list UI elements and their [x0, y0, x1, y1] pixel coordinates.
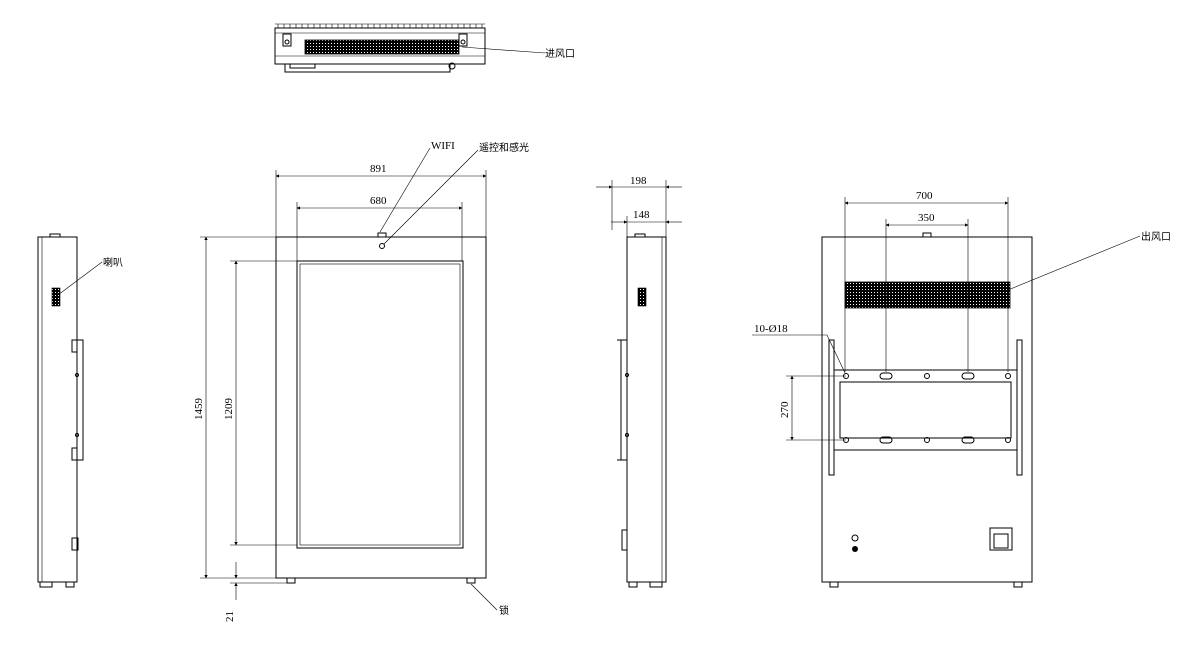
- air-outlet-label: 出风口: [1141, 230, 1171, 243]
- dim-depth-body: 148: [633, 209, 650, 221]
- holes-label: 10-Ø18: [754, 323, 788, 335]
- speaker-grille-right: [637, 287, 647, 307]
- top-vent-teeth: [275, 23, 485, 28]
- right-side-view: 198 148: [596, 175, 682, 588]
- front-view: 891 680 1459 1209 21 WIFI 遥控和感光 锁: [193, 140, 529, 622]
- air-inlet-label: 进风口: [545, 48, 575, 60]
- air-inlet-vent: [304, 39, 460, 55]
- dim-screen-height: 1209: [223, 398, 235, 421]
- lock-label: 锁: [499, 604, 509, 617]
- back-view: 700 350 270 10-Ø18 出风口: [752, 190, 1171, 588]
- dim-overall-width: 891: [370, 163, 387, 175]
- dim-vesa-outer: 700: [916, 190, 933, 202]
- dim-screen-width: 680: [370, 195, 387, 207]
- dim-foot-height: 21: [224, 611, 236, 622]
- left-side-view: 喇叭: [37, 233, 123, 588]
- top-view: 进风口: [274, 23, 575, 73]
- dim-vesa-inner: 350: [918, 212, 935, 224]
- speaker-grille: [51, 287, 61, 307]
- dim-overall-height: 1459: [193, 398, 205, 421]
- mount-bracket: [828, 339, 1023, 476]
- wifi-label: WIFI: [431, 140, 455, 152]
- dim-depth-total: 198: [630, 175, 647, 187]
- speaker-label: 喇叭: [103, 257, 123, 269]
- remote-sensor-label: 遥控和感光: [479, 141, 529, 154]
- dim-vesa-vertical: 270: [779, 401, 791, 418]
- air-outlet-vent: [844, 281, 1011, 309]
